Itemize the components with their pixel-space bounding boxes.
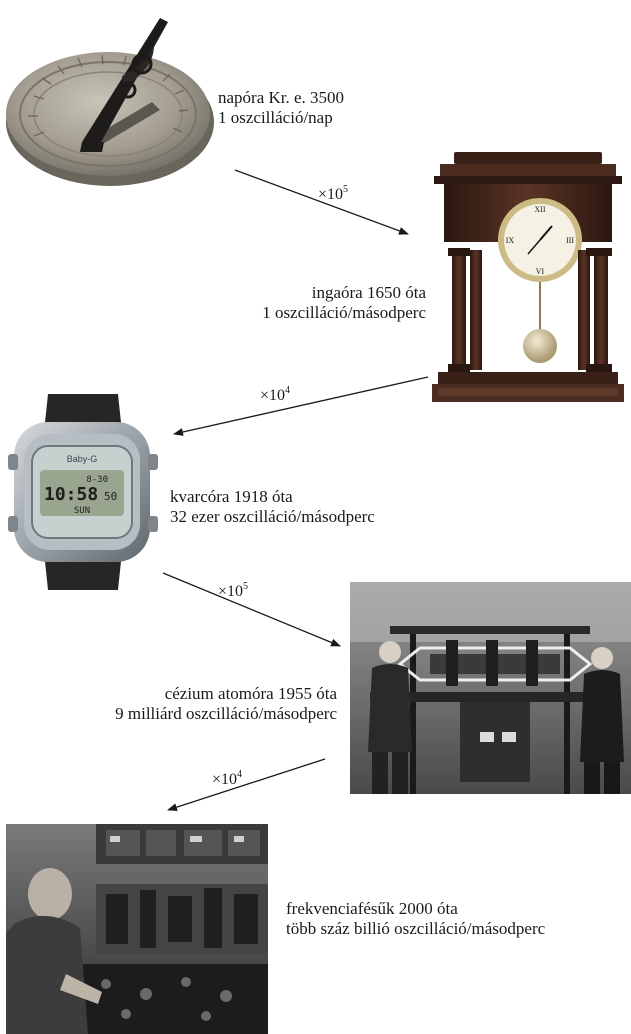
step-factor-2-base: ×10 [260,387,286,404]
svg-text:XII: XII [534,205,545,214]
svg-text:IX: IX [506,236,515,245]
step-factor-3-base: ×10 [218,583,244,600]
comb-title: frekvenciafésűk 2000 óta [286,899,458,918]
svg-text:III: III [566,236,574,245]
step-factor-1: ×105 [318,181,348,204]
cesium-caption: cézium atomóra 1955 óta 9 milliárd oszci… [115,684,337,724]
step-factor-3: ×105 [218,578,248,601]
frequency-comb-lab-image [6,824,268,1034]
watch-top-row: 8-30 [86,475,108,485]
cesium-atomic-clock-image [350,582,631,794]
pendulum-caption: ingaóra 1650 óta 1 oszcilláció/másodperc [262,283,426,323]
comb-caption: frekvenciafésűk 2000 óta több száz billi… [286,899,545,939]
watch-time: 10:58 [44,484,98,505]
watch-day: SUN [74,506,90,516]
cesium-title: cézium atomóra 1955 óta [164,684,337,703]
arrow-cesium-to-comb [167,758,326,812]
quartz-title: kvarcóra 1918 óta [170,487,293,506]
step-factor-2: ×104 [260,382,290,405]
step-factor-1-base: ×10 [318,186,344,203]
quartz-rate: 32 ezer oszcilláció/másodperc [170,507,375,526]
sundial-rate: 1 oszcilláció/nap [218,108,333,127]
step-factor-2-exponent: 4 [285,385,291,396]
watch-brand-label: Baby-G [67,454,98,464]
quartz-caption: kvarcóra 1918 óta 32 ezer oszcilláció/má… [170,487,375,527]
sundial-caption: napóra Kr. e. 3500 1 oszcilláció/nap [218,88,344,128]
comb-rate: több száz billió oszcilláció/másodperc [286,919,546,938]
sundial-image [4,6,216,192]
step-factor-4: ×104 [212,766,242,789]
step-factor-4-exponent: 4 [237,769,243,780]
sundial-title: napóra Kr. e. 3500 [218,88,345,107]
watch-seconds: 50 [104,490,117,503]
quartz-watch-image: Baby-G 8-30 10:58 50 SUN [8,392,158,592]
arrow-pendulum-to-quartz [173,376,429,436]
step-factor-3-exponent: 5 [243,581,249,592]
arrow-quartz-to-cesium [162,572,341,647]
step-factor-4-base: ×10 [212,771,238,788]
svg-text:VI: VI [536,267,545,276]
pendulum-title: ingaóra 1650 óta [311,283,426,302]
cesium-rate: 9 milliárd oszcilláció/másodperc [115,704,337,723]
step-factor-1-exponent: 5 [343,184,349,195]
pendulum-clock-image: XII VI IX III [430,150,626,408]
pendulum-rate: 1 oszcilláció/másodperc [262,303,426,322]
